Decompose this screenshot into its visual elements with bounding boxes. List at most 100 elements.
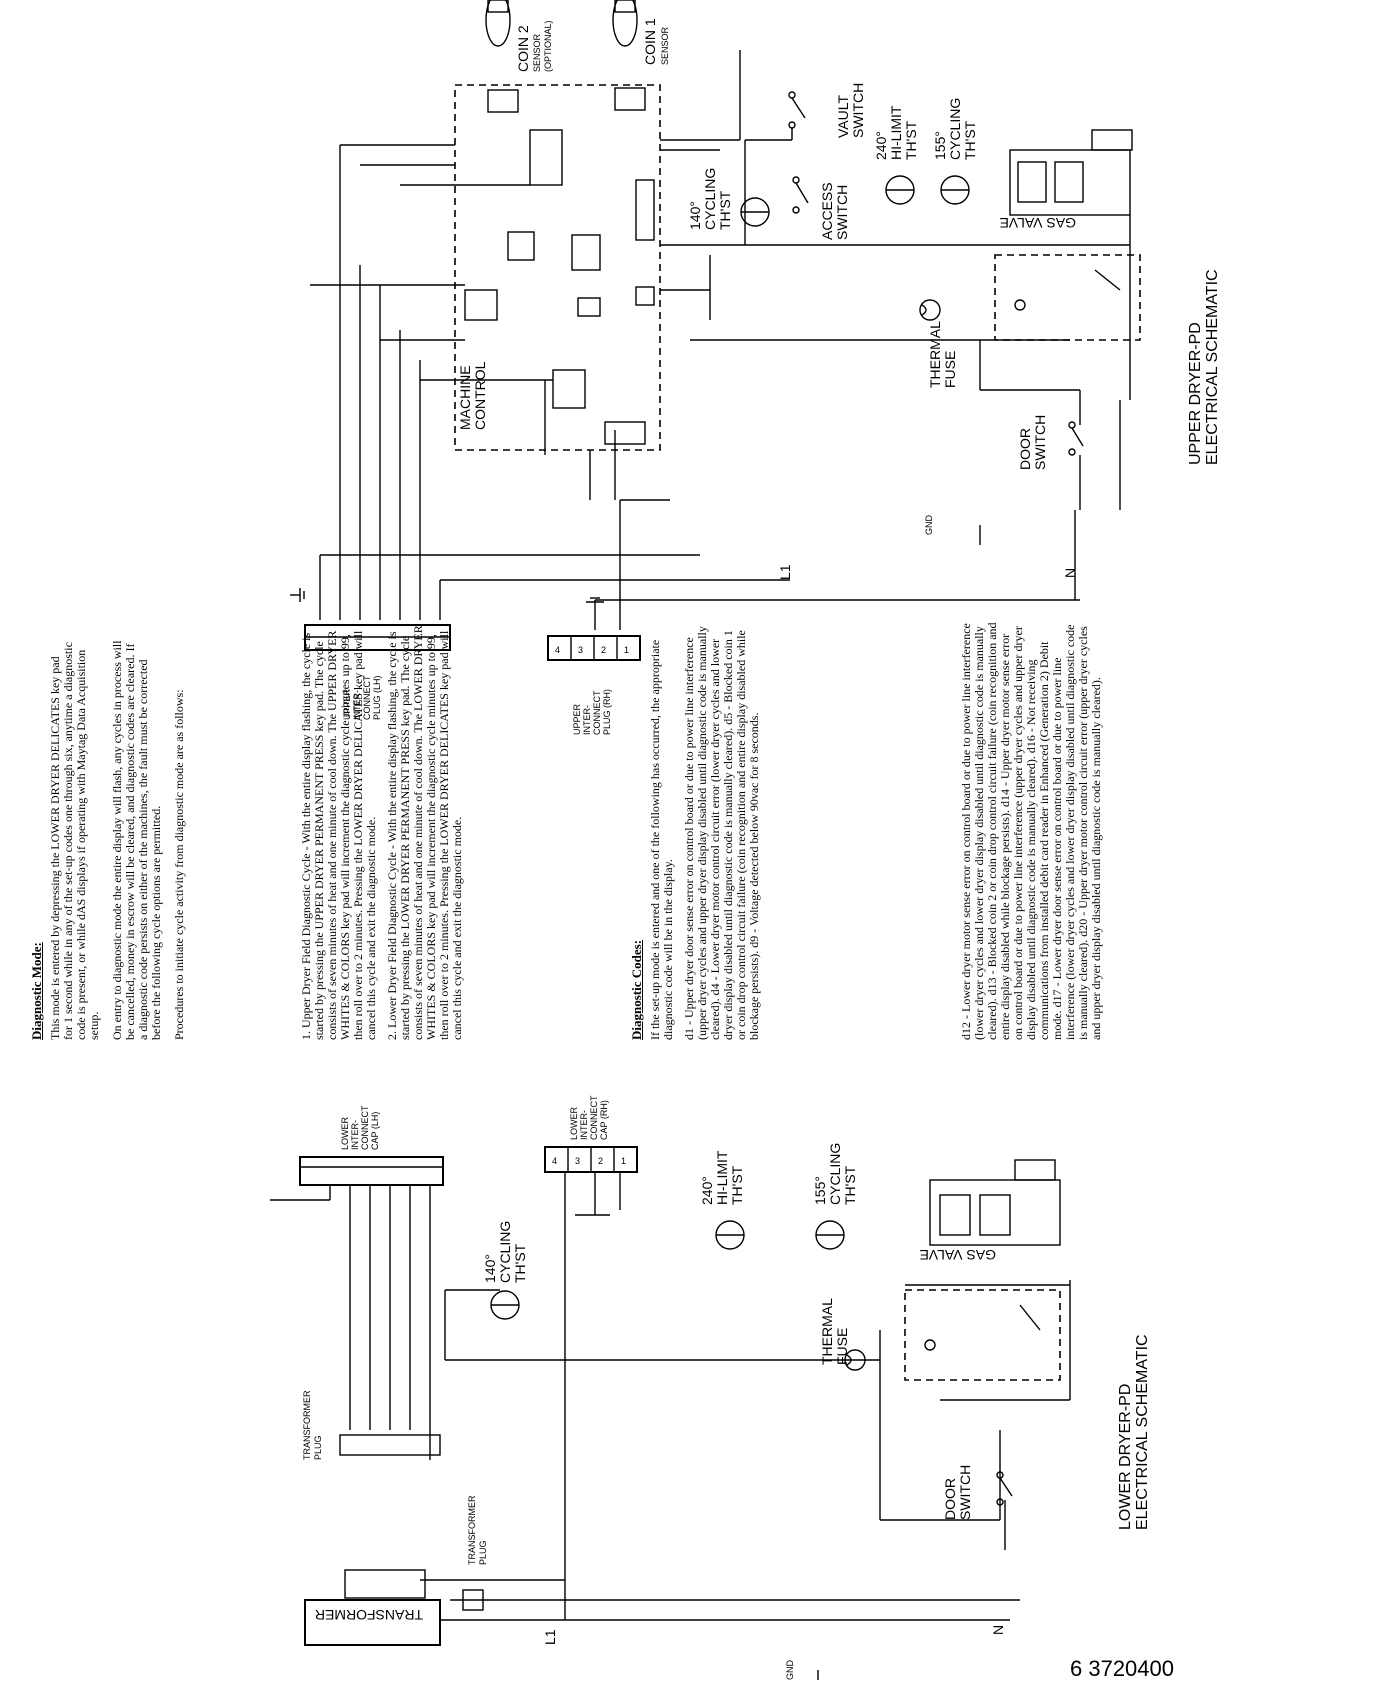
upper-machine-control-boundary: [454, 84, 661, 451]
upper-240-hi-limit-thermostat: [885, 175, 915, 205]
upper-240-label-3: TH'ST: [903, 120, 919, 160]
diagnostic-codes-heading: Diagnostic Codes:: [629, 939, 644, 1040]
upper-interconnect-plug-rh: 4 3 2 1: [547, 635, 641, 661]
upper-140-label-2: CYCLING: [702, 168, 718, 230]
lower-rh-pin-1: 1: [621, 1156, 626, 1166]
lower-cap-rh-1: LOWER: [569, 1106, 579, 1140]
upper-155-cycling-thermostat: [940, 175, 970, 205]
upper-vault-label-1: VAULT: [835, 95, 851, 138]
lower-rh-pin-3: 3: [575, 1156, 580, 1166]
lower-cap-lh-2: INTER-: [350, 1120, 360, 1150]
lower-door-label-1: DOOR: [942, 1478, 958, 1520]
upper-coin2-sensor: [485, 0, 511, 47]
lower-interconnect-cap-rh: 4 3 2 1: [544, 1146, 638, 1173]
lower-240-label-2: HI-LIMIT: [714, 1150, 730, 1205]
lower-title-2: ELECTRICAL SCHEMATIC: [1134, 1334, 1151, 1530]
upper-thermal-label-2: FUSE: [942, 351, 958, 388]
upper-240-label-1: 240°: [873, 131, 889, 160]
diagnostic-notes: Diagnostic Mode: This mode is entered by…: [29, 0, 1280, 1040]
diagnostic-mode-paragraph-1: This mode is entered by depressing the L…: [48, 642, 101, 1040]
upper-plug-rh-1: UPPER: [572, 703, 582, 735]
lower-transformer-plug-2: [462, 1589, 484, 1611]
upper-coin2-sub2: (OPTIONAL): [543, 20, 553, 72]
upper-240-label-2: HI-LIMIT: [888, 105, 904, 160]
lower-240-hi-limit-thermostat: [715, 1220, 745, 1250]
upper-coin1-sensor: [612, 0, 638, 47]
upper-door-switch: [1068, 421, 1084, 456]
upper-coin1-sub: SENSOR: [660, 26, 670, 65]
upper-machine-control-label-2: CONTROL: [472, 361, 488, 430]
lower-rh-pin-4: 4: [552, 1156, 557, 1166]
upper-coin1-label: COIN 1: [642, 18, 658, 65]
lower-n-label: N: [990, 1625, 1006, 1635]
upper-door-label-1: DOOR: [1017, 428, 1033, 470]
lower-cap-lh-3: CONNECT: [360, 1105, 370, 1150]
lower-door-label-2: SWITCH: [957, 1465, 973, 1520]
upper-dryer-schematic: MACHINE CONTROL COIN 2 SENSOR (OPTIONAL): [290, 0, 1221, 735]
lower-interconnect-cap-lh: [299, 1156, 444, 1186]
upper-gnd-label: GND: [924, 515, 934, 536]
upper-rh-pin-3: 3: [578, 645, 583, 655]
upper-access-label-2: SWITCH: [834, 185, 850, 240]
lower-tplug2-label-1: TRANSFORMER: [467, 1495, 477, 1565]
upper-155-label-1: 155°: [932, 131, 948, 160]
diagnostic-codes-list-2: d12 - Lower dryer motor sense error on c…: [959, 622, 1103, 1040]
lower-155-label-2: CYCLING: [827, 1143, 843, 1205]
lower-155-label-1: 155°: [812, 1176, 828, 1205]
lower-ignition-module: [904, 1289, 1061, 1381]
upper-plug-lh-3: CONNECT: [362, 675, 372, 720]
lower-155-cycling-thermostat: [815, 1220, 845, 1250]
upper-gas-valve: [1009, 129, 1133, 216]
upper-155-label-3: TH'ST: [962, 120, 978, 160]
upper-thermal-fuse: [919, 299, 941, 321]
upper-access-switch: [792, 176, 809, 214]
lower-cap-lh-4: CAP (LH): [370, 1112, 380, 1150]
document-number: 6 3720400: [1070, 1656, 1174, 1681]
lower-dryer-schematic: LOWER INTER- CONNECT CAP (LH) 4 3 2 1 LO…: [270, 1095, 1151, 1680]
upper-control-connectors: [464, 87, 655, 445]
lower-gnd-label: GND: [785, 1660, 795, 1681]
lower-cap-lh-1: LOWER: [340, 1116, 350, 1150]
diagnostic-mode-paragraph-2: On entry to diagnostic mode the entire d…: [110, 640, 163, 1040]
lower-transformer: [304, 1569, 441, 1646]
upper-rh-pin-2: 2: [601, 645, 606, 655]
lower-cap-rh-4: CAP (RH): [599, 1100, 609, 1140]
upper-140-label-1: 140°: [687, 201, 703, 230]
lower-gas-valve-label: GAS VALVE: [919, 1247, 996, 1263]
upper-coin2-sub1: SENSOR: [532, 33, 542, 72]
lower-240-label-3: TH'ST: [729, 1165, 745, 1205]
upper-gas-valve-label: GAS VALVE: [999, 215, 1076, 231]
lower-transformer-plug-block: [339, 1434, 441, 1456]
lower-tplug-label-2: PLUG: [313, 1435, 323, 1460]
upper-n-label: N: [1062, 568, 1078, 578]
upper-machine-control-label-1: MACHINE: [457, 365, 473, 430]
lower-cap-rh-2: INTER-: [579, 1110, 589, 1140]
lower-140-label-2: CYCLING: [497, 1221, 513, 1283]
upper-thermal-label-1: THERMAL: [927, 321, 943, 388]
upper-door-label-2: SWITCH: [1032, 415, 1048, 470]
upper-coin2-label: COIN 2: [515, 25, 531, 72]
lower-140-cycling-thermostat: [490, 1290, 520, 1320]
upper-rh-pin-1: 1: [624, 645, 629, 655]
upper-rh-pin-4: 4: [555, 645, 560, 655]
upper-155-label-2: CYCLING: [947, 98, 963, 160]
upper-access-label-1: ACCESS: [819, 182, 835, 240]
upper-plug-rh-4: PLUG (RH): [602, 689, 612, 735]
lower-140-label-1: 140°: [482, 1254, 498, 1283]
diagnostic-codes-list-1: d1 - Upper dryer door sense error on con…: [682, 626, 761, 1040]
lower-240-label-1: 240°: [699, 1176, 715, 1205]
lower-title-1: LOWER DRYER-PD: [1117, 1384, 1134, 1530]
lower-cap-rh-3: CONNECT: [589, 1095, 599, 1140]
upper-plug-lh-2: INTER-: [352, 690, 362, 720]
upper-plug-lh-4: PLUG (LH): [372, 675, 382, 720]
lower-door-switch: [996, 1471, 1013, 1506]
lower-thermal-label-1: THERMAL: [819, 1298, 835, 1365]
diagnostic-mode-paragraph-5: 2. Lower Dryer Field Diagnostic Cycle - …: [385, 625, 464, 1040]
diagnostic-mode-paragraph-3: Procedures to initiate cycle activity fr…: [172, 689, 186, 1040]
upper-140-label-3: TH'ST: [717, 190, 733, 230]
upper-plug-lh-1: UPPER: [342, 688, 352, 720]
lower-tplug2-label-2: PLUG: [478, 1540, 488, 1565]
lower-thermal-fuse: [844, 1349, 866, 1371]
upper-vault-label-2: SWITCH: [850, 83, 866, 138]
